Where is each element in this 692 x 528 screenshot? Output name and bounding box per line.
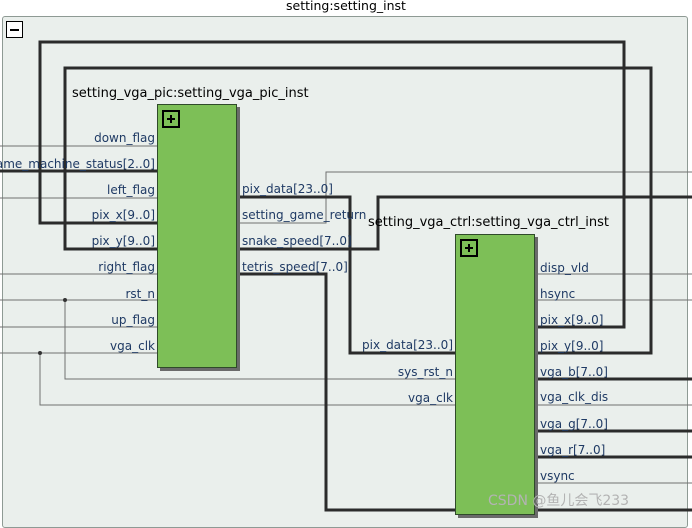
bus-pix-x-feedback: [38, 40, 626, 329]
ctrl-output-vga-b: vga_b[7..0]: [540, 365, 608, 379]
expand-icon[interactable]: [162, 110, 180, 128]
ctrl-output-vga-clk-dis: vga_clk_dis: [540, 390, 609, 404]
pic-module-block[interactable]: [157, 104, 237, 368]
junction-rst-n: [63, 298, 67, 302]
outer-module-title: setting:setting_inst: [286, 0, 406, 13]
watermark: CSDN @鱼儿会飞233: [488, 493, 630, 509]
outer-module-frame: [2, 16, 688, 528]
pic-output-pix-data: pix_data[23..0]: [242, 182, 333, 196]
bus-snake-speed: [223, 195, 692, 251]
ctrl-input-vga-clk: vga_clk: [408, 391, 453, 405]
ctrl-output-pix-x: pix_x[9..0]: [540, 313, 604, 327]
ctrl-output-vga-g: vga_g[7..0]: [540, 417, 608, 431]
pic-output-snake-speed: snake_speed[7..0]: [242, 234, 352, 248]
pic-input-left-flag: left_flag: [107, 183, 155, 197]
pic-input-game-machine-status: ame_machine_status[2..0]: [0, 157, 155, 171]
ctrl-output-vga-r: vga_r[7..0]: [540, 443, 606, 457]
pic-output-tetris-speed: tetris_speed[7..0]: [242, 260, 348, 274]
ctrl-output-disp-vld: disp_vld: [540, 261, 589, 275]
bus-pix-y-feedback: [63, 66, 653, 355]
ctrl-output-pix-y: pix_y[9..0]: [540, 339, 604, 353]
pic-output-setting-game-return: setting_game_return: [242, 208, 367, 222]
pic-input-pix-y: pix_y[9..0]: [91, 234, 155, 248]
pic-input-pix-x: pix_x[9..0]: [91, 208, 155, 222]
pic-input-down-flag: down_flag: [94, 131, 155, 145]
bus-pix-data: [223, 195, 468, 355]
ctrl-output-vsync: vsync: [540, 469, 575, 483]
ctrl-input-sys-rst-n: sys_rst_n: [397, 365, 453, 379]
pic-input-right-flag: right_flag: [98, 260, 155, 274]
ctrl-module-block[interactable]: [455, 234, 535, 515]
ctrl-output-hsync: hsync: [540, 287, 576, 301]
wire-clk-to-ctrl: [39, 353, 456, 406]
pic-input-vga-clk: vga_clk: [110, 339, 155, 353]
pic-input-rst-n: rst_n: [125, 287, 156, 301]
pic-block-title: setting_vga_pic:setting_vga_pic_inst: [72, 86, 309, 101]
collapse-icon[interactable]: [6, 21, 23, 38]
pic-input-up-flag: up_flag: [111, 313, 155, 327]
junction-vga-clk: [38, 351, 42, 355]
ctrl-block-title: setting_vga_ctrl:setting_vga_ctrl_inst: [368, 215, 609, 230]
expand-icon[interactable]: [460, 239, 478, 257]
ctrl-input-pix-data: pix_data[23..0]: [362, 338, 453, 352]
